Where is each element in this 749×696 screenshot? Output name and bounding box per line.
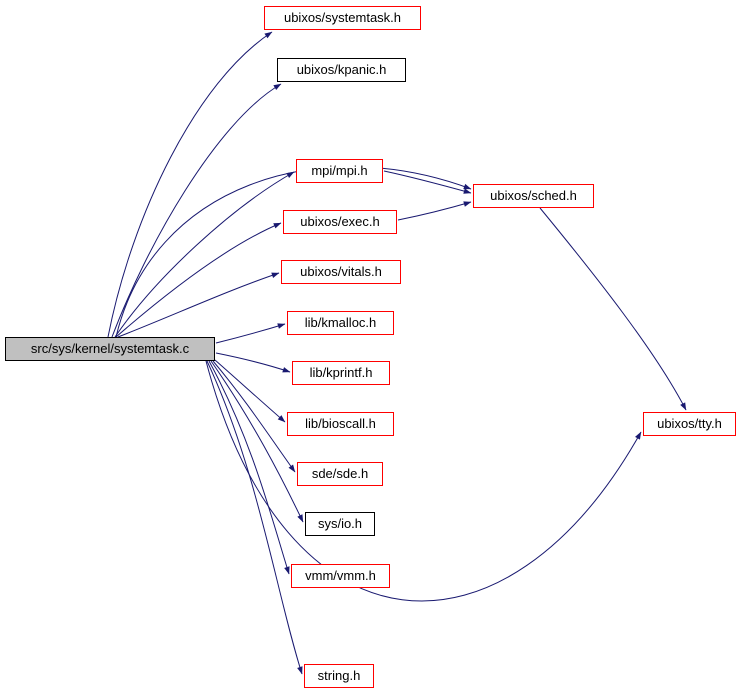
- edge-systemtask-c-to-vmm-h: [208, 360, 290, 575]
- node-ubixos-exec-h[interactable]: ubixos/exec.h: [283, 210, 397, 234]
- edge-mpi-h-to-sched-h: [383, 170, 472, 194]
- edge-systemtask-c-to-kmalloc-h: [215, 323, 286, 344]
- edge-systemtask-c-to-sched-h: [115, 166, 472, 338]
- edge-sched-h-to-tty-h: [539, 207, 687, 411]
- edge-systemtask-c-to-exec-h: [115, 222, 282, 338]
- edge-systemtask-c-to-kpanic-h: [111, 83, 282, 338]
- node-ubixos-kpanic-h: ubixos/kpanic.h: [277, 58, 406, 82]
- node-string-h[interactable]: string.h: [304, 664, 374, 688]
- edge-systemtask-c-to-string-h: [206, 360, 303, 675]
- edge-systemtask-c-to-systemtask-h: [107, 31, 273, 338]
- node-sys-io-h: sys/io.h: [305, 512, 375, 536]
- node-lib-kmalloc-h[interactable]: lib/kmalloc.h: [287, 311, 394, 335]
- node-ubixos-systemtask-h[interactable]: ubixos/systemtask.h: [264, 6, 421, 30]
- node-lib-kprintf-h[interactable]: lib/kprintf.h: [292, 361, 390, 385]
- node-ubixos-vitals-h[interactable]: ubixos/vitals.h: [281, 260, 401, 284]
- edge-systemtask-c-to-sde-h: [212, 360, 296, 473]
- edge-systemtask-c-to-vitals-h: [117, 272, 280, 338]
- edge-systemtask-c-to-kprintf-h: [215, 352, 291, 373]
- node-vmm-vmm-h[interactable]: vmm/vmm.h: [291, 564, 390, 588]
- edge-systemtask-c-to-bioscall-h: [214, 359, 286, 423]
- node-sde-sde-h[interactable]: sde/sde.h: [297, 462, 383, 486]
- node-lib-bioscall-h[interactable]: lib/bioscall.h: [287, 412, 394, 436]
- edge-systemtask-c-to-tty-h: [205, 360, 642, 602]
- edge-exec-h-to-sched-h: [397, 201, 472, 221]
- node-ubixos-sched-h[interactable]: ubixos/sched.h: [473, 184, 594, 208]
- node-ubixos-tty-h[interactable]: ubixos/tty.h: [643, 412, 736, 436]
- edge-systemtask-c-to-io-h: [210, 360, 304, 523]
- edge-systemtask-c-to-mpi-h: [114, 171, 295, 338]
- node-main-systemtask-c: src/sys/kernel/systemtask.c: [5, 337, 215, 361]
- node-mpi-mpi-h[interactable]: mpi/mpi.h: [296, 159, 383, 183]
